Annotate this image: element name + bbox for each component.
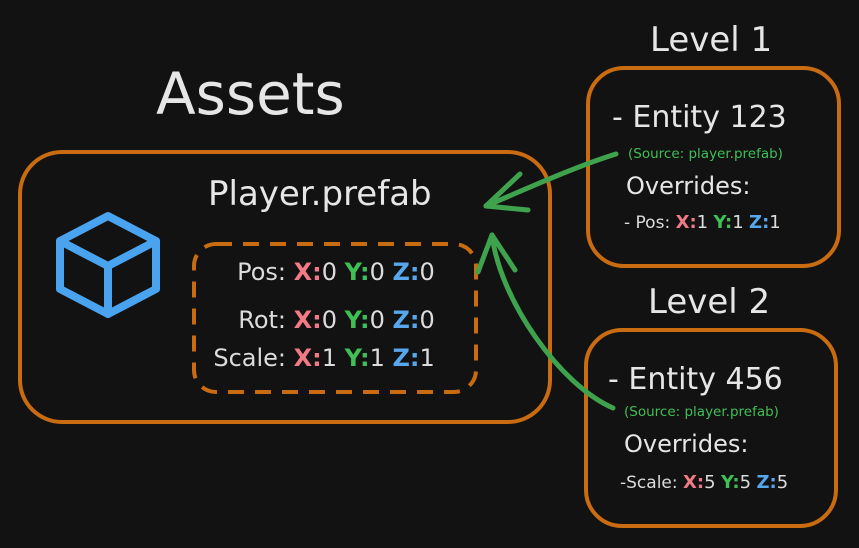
axis-z-label: Z: [392,306,420,334]
axis-z-value: 1 [419,344,435,372]
axis-y-label: Y: [344,306,370,334]
level1-source: (Source: player.prefab) [628,146,783,162]
axis-z-label: Z: [392,258,420,286]
level1-title: Level 1 [650,20,773,60]
axis-y-label: Y: [344,258,370,286]
override-label: -Scale: [620,473,678,493]
axis-y-label: Y: [344,344,370,372]
axis-x-label: X: [683,472,705,493]
axis-y-value: 0 [369,258,385,286]
level2-override-row: -Scale: X:5 Y:5 Z:5 [620,472,788,493]
axis-y-label: Y: [713,212,733,233]
axis-x-label: X: [293,344,322,372]
axis-x-label: X: [293,306,322,334]
axis-y-value: 1 [732,212,744,233]
row-label: Pos: [237,258,286,286]
cube-icon [56,212,160,318]
arrow-level2-to-prefab [475,232,616,411]
axis-x-value: 0 [321,306,338,334]
assets-box [18,150,552,424]
level2-box [584,328,838,528]
axis-y-value: 5 [739,472,752,493]
axis-z-label: Z: [756,472,777,493]
prefab-row-pos: Pos: X:0 Y:0 Z:0 [206,258,435,286]
axis-z-value: 0 [419,258,435,286]
axis-x-value: 5 [704,472,716,493]
axis-y-value: 1 [369,344,385,372]
row-label: Rot: [238,306,286,334]
level2-title: Level 2 [648,282,771,322]
axis-z-value: 0 [419,306,435,334]
assets-title: Assets [156,60,345,128]
axis-x-label: X: [675,212,697,233]
arrow-level1-to-prefab [483,151,619,213]
axis-x-value: 0 [321,258,338,286]
row-label: Scale: [213,344,286,372]
level2-entity: - Entity 456 [608,362,783,397]
axis-x-value: 1 [696,212,709,233]
axis-x-label: X: [293,258,322,286]
prefab-row-scale: Scale: X:1 Y:1 Z:1 [206,344,435,372]
axis-z-value: 1 [769,212,781,233]
prefab-row-rot: Rot: X:0 Y:0 Z:0 [206,306,435,334]
level1-box [586,66,841,268]
level1-override-row: - Pos: X:1 Y:1 Z:1 [624,212,781,233]
axis-z-label: Z: [749,212,770,233]
level1-entity: - Entity 123 [612,100,787,135]
level2-overrides-label: Overrides: [624,430,749,458]
axis-y-label: Y: [720,472,740,493]
level1-overrides-label: Overrides: [626,172,751,200]
axis-z-label: Z: [392,344,420,372]
axis-y-value: 0 [369,306,385,334]
level2-source: (Source: player.prefab) [624,404,779,420]
prefab-properties-box [192,242,478,394]
prefab-name: Player.prefab [208,174,432,214]
axis-z-value: 5 [776,472,789,493]
override-label: - Pos: [624,213,671,233]
axis-x-value: 1 [321,344,338,372]
